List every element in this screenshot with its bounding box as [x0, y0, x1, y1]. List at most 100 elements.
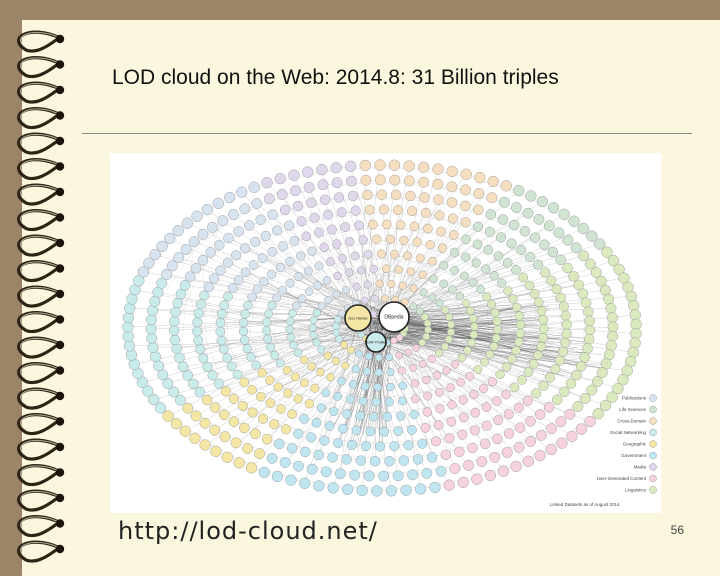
link-edge	[259, 315, 361, 454]
dataset-node	[240, 267, 251, 278]
dataset-node	[294, 272, 304, 282]
dataset-node	[314, 227, 324, 238]
dataset-node	[435, 387, 444, 397]
dataset-node	[386, 368, 395, 377]
dataset-node	[262, 317, 272, 327]
dataset-node	[483, 245, 494, 255]
dataset-node	[529, 358, 539, 369]
dataset-node	[316, 403, 326, 413]
dataset-node	[169, 334, 181, 345]
dataset-node	[278, 285, 288, 295]
dataset-node	[171, 343, 182, 355]
dataset-node	[480, 357, 489, 367]
binding-hole	[55, 60, 65, 69]
dataset-node	[313, 281, 322, 290]
dataset-node	[179, 280, 191, 291]
dataset-node	[392, 204, 403, 215]
dataset-node	[313, 480, 325, 492]
dataset-node	[233, 457, 245, 469]
dataset-node	[332, 328, 341, 337]
dataset-node	[469, 389, 479, 400]
dataset-node	[433, 194, 444, 205]
legend-label: Linguistics	[625, 488, 647, 493]
dataset-node	[433, 420, 444, 430]
dataset-node	[333, 192, 345, 203]
dataset-node	[292, 200, 304, 212]
dataset-node	[373, 382, 382, 392]
dataset-node	[396, 411, 406, 421]
dataset-node	[546, 423, 557, 435]
dataset-node	[398, 455, 410, 466]
dataset-node	[228, 209, 239, 220]
dataset-node	[262, 326, 271, 335]
dataset-node	[479, 438, 491, 449]
dataset-node	[363, 280, 372, 289]
dataset-node	[407, 425, 417, 435]
dataset-node	[441, 305, 450, 314]
dataset-node	[387, 279, 396, 288]
dataset-node	[418, 338, 427, 347]
link-edge	[287, 370, 403, 386]
link-edge	[174, 220, 223, 331]
dataset-node	[223, 291, 233, 302]
dataset-node	[607, 312, 618, 324]
dataset-node	[536, 306, 547, 316]
dataset-node	[584, 258, 596, 270]
dataset-node	[436, 226, 446, 237]
dataset-node	[491, 396, 502, 406]
dataset-node	[592, 376, 603, 387]
binding-hole	[55, 213, 65, 222]
binding-ring-highlight	[20, 108, 59, 124]
dataset-node	[266, 269, 277, 279]
dataset-node	[255, 214, 266, 225]
dataset-node	[149, 295, 161, 307]
dataset-node	[517, 375, 527, 385]
dataset-node	[162, 378, 174, 389]
dataset-node	[398, 281, 407, 290]
dataset-node	[607, 321, 619, 333]
legend-swatch	[649, 474, 657, 483]
link-edge	[274, 297, 277, 356]
dataset-node	[333, 392, 343, 401]
dataset-node	[169, 316, 180, 327]
dataset-node	[279, 204, 291, 216]
link-edge	[235, 339, 377, 443]
dataset-node	[287, 409, 297, 420]
dataset-node	[216, 335, 227, 346]
legend-label: User-Generated Content	[597, 476, 647, 481]
dataset-node	[384, 397, 394, 407]
dataset-node	[389, 174, 401, 186]
dataset-node	[596, 367, 608, 379]
dataset-node	[534, 450, 546, 462]
dataset-node	[322, 276, 332, 285]
legend-swatch	[649, 405, 657, 414]
dataset-node	[403, 440, 414, 451]
dataset-node	[365, 426, 376, 437]
dataset-node	[547, 202, 560, 214]
dataset-node	[312, 338, 321, 347]
dataset-node	[511, 265, 521, 275]
dataset-node	[511, 345, 521, 356]
source-url-link[interactable]: http://lod-cloud.net/	[118, 517, 378, 545]
dataset-node	[145, 323, 157, 335]
binding-hole	[55, 111, 65, 120]
dataset-node	[497, 214, 509, 225]
hub-node	[365, 331, 387, 353]
dataset-node	[347, 346, 355, 354]
link-edge	[389, 312, 526, 318]
dataset-node	[546, 275, 557, 286]
dataset-node	[565, 378, 577, 389]
dataset-node	[222, 353, 232, 363]
dataset-node	[154, 402, 167, 414]
link-edge	[278, 386, 416, 400]
dataset-node	[372, 234, 382, 244]
dataset-node	[188, 378, 199, 390]
dataset-node	[507, 354, 517, 364]
dataset-node	[583, 306, 594, 317]
dataset-node	[170, 418, 182, 430]
link-edge	[356, 286, 433, 298]
dataset-node	[476, 284, 485, 294]
link-edge	[383, 309, 551, 328]
dataset-node	[606, 340, 617, 351]
